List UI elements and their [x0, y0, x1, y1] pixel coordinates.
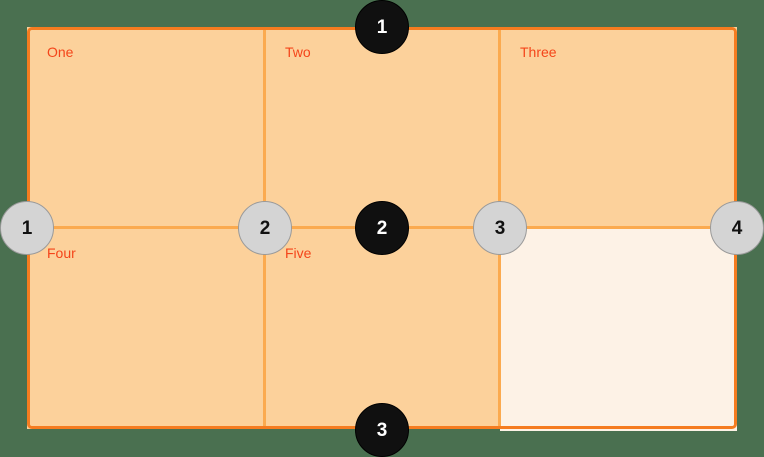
grid-cell-two[interactable]: Two	[265, 27, 500, 228]
grid-cell-label: Two	[285, 44, 311, 60]
grid-cell-one[interactable]: One	[27, 27, 265, 228]
column-handle-label: 2	[259, 217, 271, 239]
grid-cell-label: One	[47, 44, 74, 60]
grid-cell-label: Four	[47, 245, 76, 261]
row-handle-label: 2	[376, 217, 388, 239]
row-handle-label: 1	[376, 16, 388, 38]
grid-container: One Two Three Four Five	[27, 27, 737, 431]
row-handle-2[interactable]: 2	[355, 201, 409, 255]
grid-cell-three[interactable]: Three	[500, 27, 737, 228]
grid-cell-label: Five	[285, 245, 312, 261]
grid-cell-label: Three	[520, 44, 557, 60]
column-handle-1[interactable]: 1	[0, 201, 54, 255]
column-handle-label: 4	[731, 217, 743, 239]
column-handle-2[interactable]: 2	[238, 201, 292, 255]
column-handle-3[interactable]: 3	[473, 201, 527, 255]
column-handle-4[interactable]: 4	[710, 201, 764, 255]
grid-cell-empty[interactable]	[500, 228, 737, 431]
grid-cell-five[interactable]: Five	[265, 228, 500, 429]
column-handle-label: 1	[21, 217, 33, 239]
grid-cell-four[interactable]: Four	[27, 228, 265, 429]
row-handle-label: 3	[376, 419, 388, 441]
row-handle-3[interactable]: 3	[355, 403, 409, 457]
column-handle-label: 3	[494, 217, 506, 239]
row-handle-1[interactable]: 1	[355, 0, 409, 54]
